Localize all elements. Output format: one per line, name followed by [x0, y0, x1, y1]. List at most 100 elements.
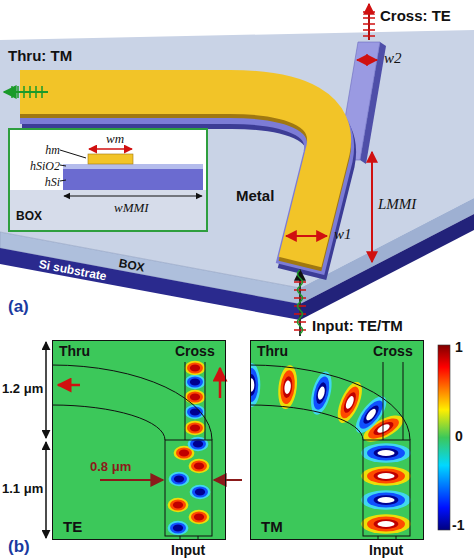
field-lobe — [367, 446, 405, 461]
field-lobe — [174, 475, 184, 482]
field-plot: ThruCrossTMInput — [250, 340, 424, 540]
field-lobe — [168, 521, 189, 535]
output-arrow — [363, 4, 375, 40]
width-arrow — [286, 235, 327, 237]
field-lobe — [374, 519, 399, 529]
colorbar-tick: 1 — [455, 340, 463, 355]
field-lobe — [191, 461, 207, 472]
field-lobe — [194, 462, 204, 469]
field-lobe — [190, 393, 200, 400]
field-lobe — [171, 474, 187, 485]
dimension-label: wm — [106, 132, 124, 146]
colorbar-tick: -1 — [452, 518, 464, 533]
dimension-arrow — [45, 442, 47, 538]
field-lobe — [185, 361, 206, 375]
field-lobe — [190, 364, 200, 371]
dimension-label: wMMI — [114, 201, 149, 215]
field-lobe — [361, 490, 410, 510]
dimension-label: 0.8 μm — [90, 460, 131, 474]
field-lobe — [193, 440, 203, 447]
field-lobe — [168, 498, 189, 512]
field-lobe — [187, 363, 203, 374]
field-lobe — [361, 514, 410, 534]
field-lobe — [194, 513, 204, 520]
field-lobe — [185, 390, 206, 404]
field-lobe — [187, 423, 203, 434]
field-lobe — [355, 397, 387, 432]
waveguide-outline — [52, 362, 212, 540]
port-label: Thru — [59, 344, 90, 359]
field-lobe — [185, 375, 206, 389]
field-lobe — [314, 381, 328, 405]
field-lobe — [190, 378, 200, 385]
field-lobe — [187, 377, 203, 388]
field-lobe — [337, 384, 363, 421]
field-lobe — [374, 495, 399, 505]
field-lobe — [282, 376, 294, 399]
field-lobe — [190, 424, 200, 431]
field-lobe — [173, 501, 183, 508]
colorbar — [438, 345, 450, 530]
input-arrow — [294, 270, 306, 336]
port-label: Cross: TE — [380, 8, 451, 25]
dimension-label: hSiO2 — [30, 160, 60, 173]
field-lobe — [310, 375, 332, 411]
field-lobe — [169, 472, 190, 486]
field-lobe — [377, 450, 394, 456]
dimension-label: 1.1 μm — [2, 482, 43, 496]
colorbar-tick: 0 — [455, 429, 463, 444]
field-lobe — [307, 369, 335, 416]
field-lobe — [333, 379, 367, 427]
field-map — [52, 340, 226, 540]
field-lobe — [189, 510, 210, 524]
field-lobe — [374, 471, 399, 481]
dimension-label: hm — [45, 144, 60, 157]
field-plot: ThruCrossTEInput — [52, 340, 226, 540]
field-pattern — [168, 361, 211, 535]
panel-label: (b) — [8, 538, 30, 557]
field-lobe — [367, 469, 405, 484]
field-lobe — [341, 391, 358, 415]
field-lobe — [361, 443, 410, 463]
port-arrow — [219, 368, 222, 398]
field-lobe — [279, 369, 297, 404]
dimension-label: w2 — [384, 50, 402, 67]
dimension-label: hSi — [45, 176, 60, 189]
port-label: Thru — [257, 344, 288, 359]
port-arrow — [58, 384, 80, 387]
field-lobe — [376, 423, 391, 435]
mode-label: TM — [261, 519, 283, 536]
width-arrow — [357, 59, 377, 61]
field-lobe — [317, 386, 326, 401]
field-lobe — [377, 497, 394, 503]
field-lobe — [284, 380, 292, 394]
mode-label: TE — [63, 519, 82, 536]
field-lobe — [170, 500, 186, 511]
field-lobe — [189, 459, 210, 473]
field-pattern — [250, 363, 411, 534]
field-lobe — [192, 487, 208, 498]
field-lobe — [250, 368, 258, 402]
port-label: Input — [369, 543, 403, 558]
field-lobe — [276, 364, 299, 410]
port-label: Input — [171, 543, 205, 558]
field-lobe — [190, 485, 211, 499]
field-lobe — [364, 407, 377, 422]
dimension-label: 1.2 μm — [2, 382, 43, 396]
material-label: Metal — [236, 188, 274, 205]
field-lobe — [195, 488, 205, 495]
field-lobe — [367, 517, 405, 532]
port-label: Cross — [373, 344, 413, 359]
port-label: Thru: TM — [8, 48, 72, 65]
panel-label: (a) — [8, 298, 29, 317]
field-lobe — [176, 448, 192, 459]
field-lobe — [179, 449, 189, 456]
wafer-slab — [0, 30, 474, 320]
dimension-arrow — [214, 479, 242, 481]
field-map — [250, 340, 424, 540]
field-lobe — [187, 392, 203, 403]
field-lobe — [185, 421, 206, 435]
field-lobe — [367, 493, 405, 508]
field-lobe — [250, 363, 260, 407]
